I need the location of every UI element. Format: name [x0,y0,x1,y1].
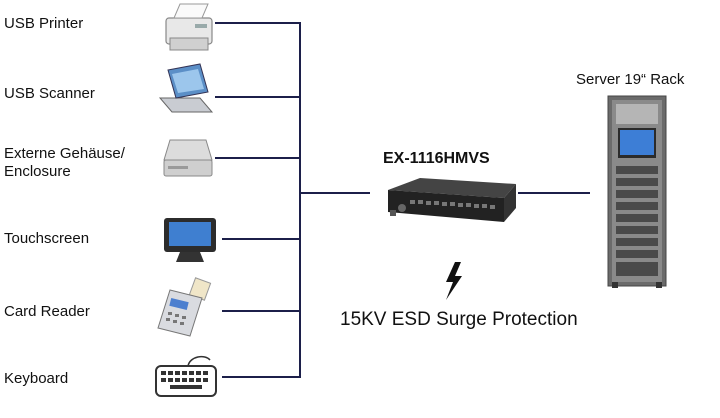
touchscreen-icon [164,218,216,262]
lightning-icon [446,262,462,300]
keyboard-icon [155,355,217,397]
esd-label: 15KV ESD Surge Protection [340,309,578,330]
device-label-usb-printer: USB Printer [4,15,84,32]
device-label-enclosure: Externe Gehäuse/ Enclosure [4,145,125,181]
scanner-icon [158,63,214,113]
device-label-keyboard: Keyboard [4,370,69,387]
hub-title: EX-1116HMVS [383,150,490,167]
server-rack-icon [607,95,667,288]
server-title: Server 19“ Rack [576,71,685,88]
device-label-enclosure-line2: Enclosure [4,163,71,180]
device-label-card-reader: Card Reader [4,303,90,320]
device-label-usb-scanner: USB Scanner [4,85,95,102]
device-label-touchscreen: Touchscreen [4,230,90,247]
printer-icon [165,3,213,51]
usb-hub-icon [388,178,516,222]
card-reader-icon [157,277,212,337]
connector-lines [215,22,590,378]
device-label-enclosure-line1: Externe Gehäuse/ [4,145,125,162]
enclosure-icon [163,139,213,177]
